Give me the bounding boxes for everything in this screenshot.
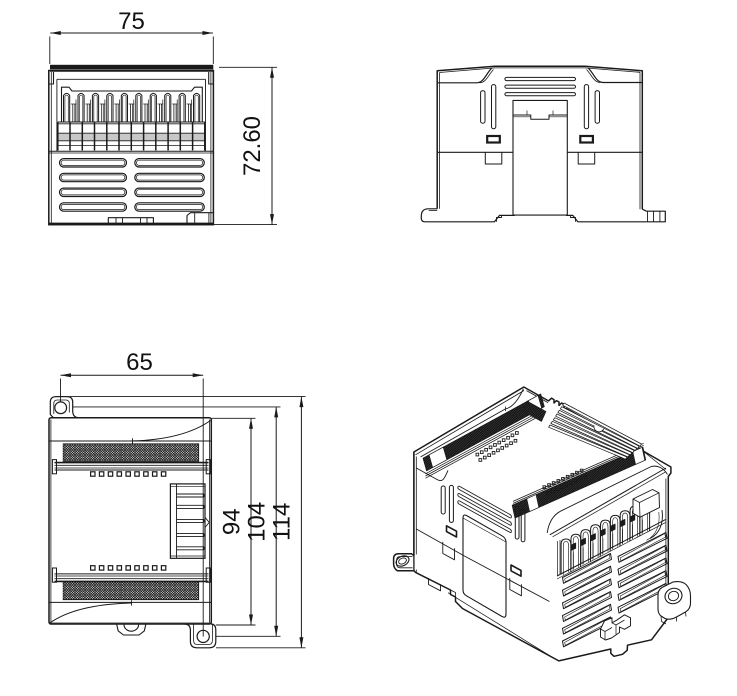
svg-text:94: 94 <box>219 508 246 535</box>
svg-text:65: 65 <box>126 349 153 376</box>
svg-text:114: 114 <box>269 503 296 541</box>
svg-text:75: 75 <box>118 8 145 35</box>
svg-text:104: 104 <box>244 502 271 542</box>
svg-text:72.60: 72.60 <box>239 116 266 176</box>
